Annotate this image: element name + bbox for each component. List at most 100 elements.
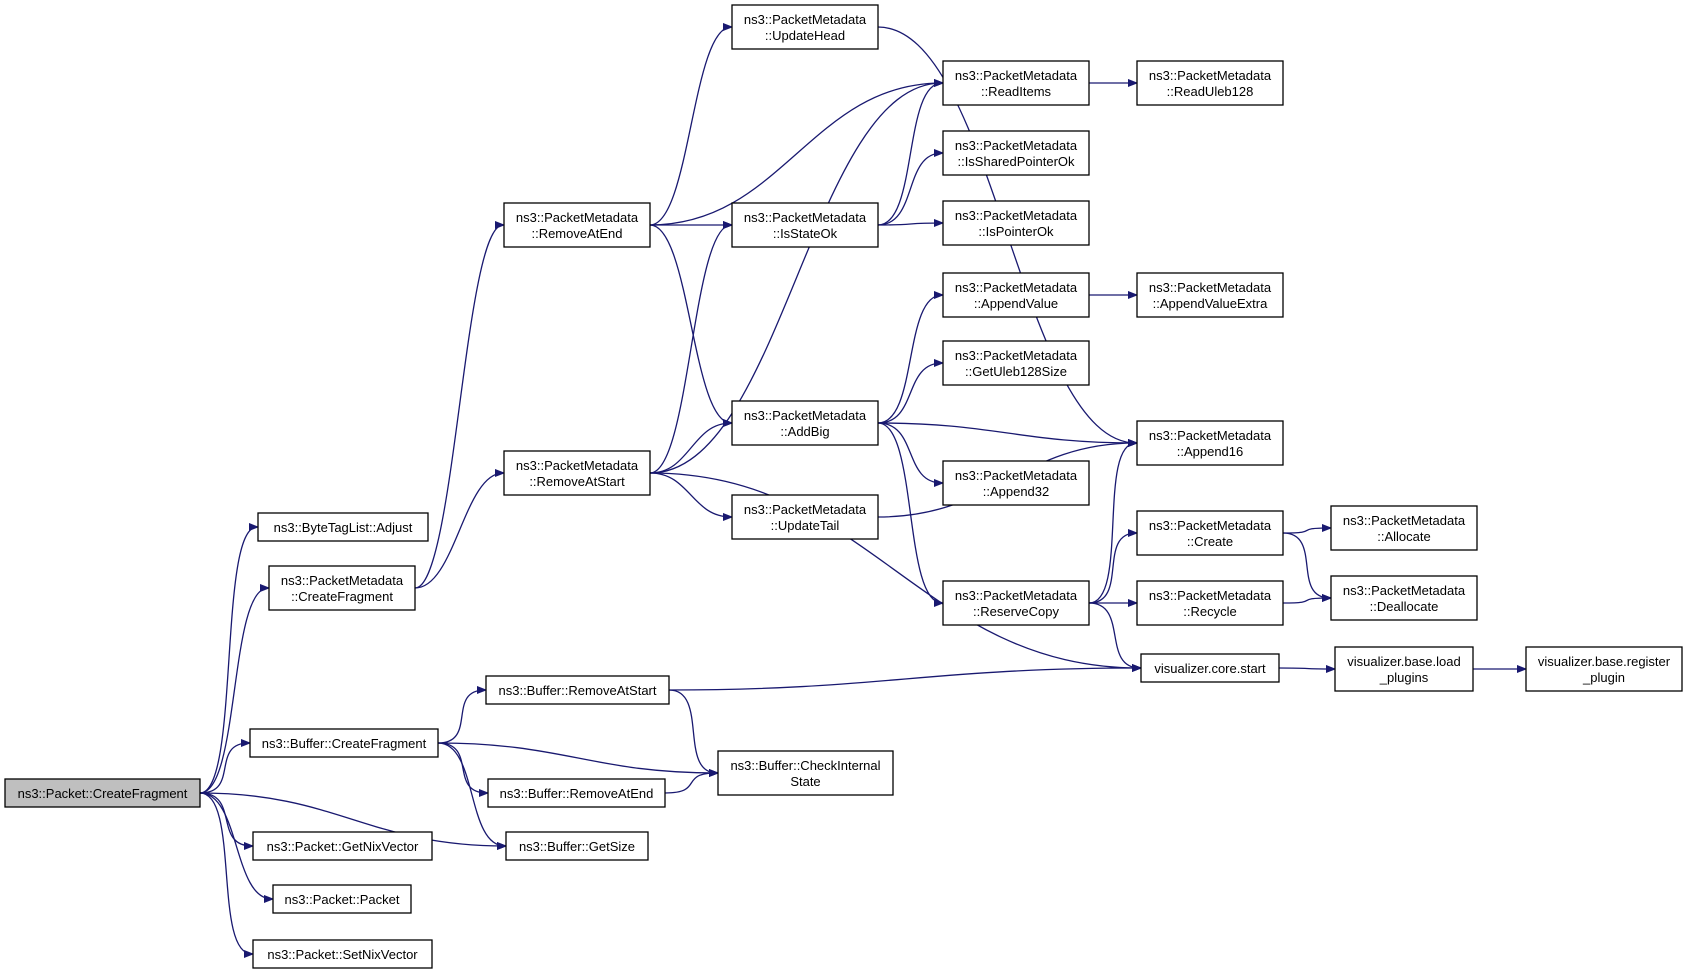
node-buf-getsize[interactable]: ns3::Buffer::GetSize: [505, 831, 649, 861]
node-label-line: _plugin: [1582, 670, 1625, 685]
node-label-line: ns3::PacketMetadata: [955, 468, 1078, 483]
node-label-line: ns3::PacketMetadata: [955, 208, 1078, 223]
edge-buf-createfrag-to-buf-getsize: [437, 742, 505, 846]
node-pm-ispointerok[interactable]: ns3::PacketMetadata::IsPointerOk: [942, 200, 1090, 246]
node-pm-removeatend[interactable]: ns3::PacketMetadata::RemoveAtEnd: [503, 202, 651, 248]
node-pm-issharedptrok[interactable]: ns3::PacketMetadata::IsSharedPointerOk: [942, 130, 1090, 176]
node-box: [731, 202, 879, 248]
node-pm-create[interactable]: ns3::PacketMetadata::Create: [1136, 510, 1284, 556]
node-label-line: ::Create: [1187, 534, 1233, 549]
node-pm-createfrag[interactable]: ns3::PacketMetadata::CreateFragment: [268, 565, 416, 611]
node-label-line: ns3::Buffer::CreateFragment: [262, 736, 427, 751]
node-pm-allocate[interactable]: ns3::PacketMetadata::Allocate: [1330, 505, 1478, 551]
edge-root-to-buf-getsize: [199, 792, 505, 846]
node-pm-updatetail[interactable]: ns3::PacketMetadata::UpdateTail: [731, 494, 879, 540]
node-box: [1136, 272, 1284, 318]
node-label-line: ::IsPointerOk: [978, 224, 1054, 239]
edge-root-to-pkt-setnix: [199, 792, 252, 954]
edge-buf-createfrag-to-buf-checkinternal: [437, 742, 717, 773]
node-pkt-getnix[interactable]: ns3::Packet::GetNixVector: [252, 831, 433, 861]
node-label-line: ns3::PacketMetadata: [955, 68, 1078, 83]
node-label-line: ::Append16: [1177, 444, 1244, 459]
node-box: [1140, 653, 1280, 683]
node-label-line: ns3::PacketMetadata: [744, 502, 867, 517]
node-pm-appendvalue[interactable]: ns3::PacketMetadata::AppendValue: [942, 272, 1090, 318]
node-box: [4, 778, 201, 808]
node-label-line: ns3::PacketMetadata: [1149, 428, 1272, 443]
node-pkt-setnix[interactable]: ns3::Packet::SetNixVector: [252, 939, 433, 969]
node-buf-removeatend[interactable]: ns3::Buffer::RemoveAtEnd: [487, 778, 666, 808]
node-viz-core-start[interactable]: visualizer.core.start: [1140, 653, 1280, 683]
node-box: [252, 831, 433, 861]
edge-pm-isstateok-to-pm-ispointerok: [877, 223, 942, 225]
node-label-line: ns3::Buffer::RemoveAtStart: [499, 683, 657, 698]
edge-pm-removeatstart-to-pm-addbig: [649, 423, 731, 474]
nodes-layer: ns3::Packet::CreateFragment ns3::ByteTagL…: [4, 4, 1683, 969]
edge-pm-removeatstart-to-pm-readitems: [649, 83, 942, 474]
edge-pm-addbig-to-pm-append16: [877, 422, 1136, 443]
node-label-line: ::AddBig: [780, 424, 829, 439]
node-label-line: ns3::Buffer::GetSize: [519, 839, 635, 854]
node-box: [942, 340, 1090, 386]
node-box: [731, 4, 879, 50]
node-label-line: ns3::PacketMetadata: [1343, 513, 1466, 528]
node-label-line: ::RemoveAtStart: [529, 474, 625, 489]
edge-pm-removeatstart-to-pm-updatetail: [649, 472, 731, 517]
edge-pm-createfrag-to-pm-removeatstart: [414, 473, 503, 589]
node-box: [942, 272, 1090, 318]
edge-pm-addbig-to-pm-append32: [877, 422, 942, 483]
node-box: [268, 565, 416, 611]
node-root[interactable]: ns3::Packet::CreateFragment: [4, 778, 201, 808]
node-pm-readuleb128[interactable]: ns3::PacketMetadata::ReadUleb128: [1136, 60, 1284, 106]
node-pm-addbig[interactable]: ns3::PacketMetadata::AddBig: [731, 400, 879, 446]
node-buf-removeatstart[interactable]: ns3::Buffer::RemoveAtStart: [485, 675, 670, 705]
node-label-line: ns3::PacketMetadata: [516, 210, 639, 225]
node-label-line: ::IsStateOk: [773, 226, 838, 241]
edge-buf-removeatstart-to-buf-checkinternal: [668, 689, 717, 773]
node-pm-append32[interactable]: ns3::PacketMetadata::Append32: [942, 460, 1090, 506]
node-btl-adjust[interactable]: ns3::ByteTagList::Adjust: [257, 512, 429, 542]
node-pm-recycle[interactable]: ns3::PacketMetadata::Recycle: [1136, 580, 1284, 626]
node-box: [1330, 505, 1478, 551]
edge-buf-createfrag-to-buf-removeatend: [437, 742, 487, 793]
node-box: [1136, 580, 1284, 626]
node-viz-registerplugin[interactable]: visualizer.base.register_plugin: [1525, 646, 1683, 692]
node-box: [1334, 646, 1474, 692]
node-box: [942, 60, 1090, 106]
edge-pm-isstateok-to-pm-readitems: [877, 83, 942, 226]
node-pm-readitems[interactable]: ns3::PacketMetadata::ReadItems: [942, 60, 1090, 106]
node-label-line: ::IsSharedPointerOk: [957, 154, 1075, 169]
node-pm-removeatstart[interactable]: ns3::PacketMetadata::RemoveAtStart: [503, 450, 651, 496]
node-label-line: ns3::PacketMetadata: [955, 588, 1078, 603]
node-pkt-packet[interactable]: ns3::Packet::Packet: [272, 884, 412, 914]
node-box: [249, 728, 439, 758]
node-pm-append16[interactable]: ns3::PacketMetadata::Append16: [1136, 420, 1284, 466]
node-label-line: visualizer.base.register: [1538, 654, 1671, 669]
node-pm-updatehead[interactable]: ns3::PacketMetadata::UpdateHead: [731, 4, 879, 50]
node-label-line: ns3::PacketMetadata: [516, 458, 639, 473]
node-box: [505, 831, 649, 861]
node-pm-getuleb128size[interactable]: ns3::PacketMetadata::GetUleb128Size: [942, 340, 1090, 386]
node-label-line: ns3::PacketMetadata: [955, 348, 1078, 363]
node-box: [731, 400, 879, 446]
node-label-line: ns3::PacketMetadata: [1343, 583, 1466, 598]
edge-pm-removeatend-to-pm-updatehead: [649, 27, 731, 226]
node-box: [503, 202, 651, 248]
node-buf-createfrag[interactable]: ns3::Buffer::CreateFragment: [249, 728, 439, 758]
node-label-line: ::GetUleb128Size: [965, 364, 1067, 379]
node-label-line: ::CreateFragment: [291, 589, 393, 604]
node-label-line: ns3::PacketMetadata: [744, 210, 867, 225]
node-pm-isstateok[interactable]: ns3::PacketMetadata::IsStateOk: [731, 202, 879, 248]
node-box: [942, 460, 1090, 506]
edge-buf-removeatend-to-buf-checkinternal: [664, 773, 717, 794]
node-pm-deallocate[interactable]: ns3::PacketMetadata::Deallocate: [1330, 575, 1478, 621]
node-label-line: ns3::PacketMetadata: [744, 12, 867, 27]
node-pm-appendvalueextra[interactable]: ns3::PacketMetadata::AppendValueExtra: [1136, 272, 1284, 318]
node-viz-loadplugins[interactable]: visualizer.base.load_plugins: [1334, 646, 1474, 692]
node-label-line: ns3::ByteTagList::Adjust: [274, 520, 413, 535]
node-box: [272, 884, 412, 914]
node-label-line: ::Recycle: [1183, 604, 1236, 619]
node-pm-reservecopy[interactable]: ns3::PacketMetadata::ReserveCopy: [942, 580, 1090, 626]
